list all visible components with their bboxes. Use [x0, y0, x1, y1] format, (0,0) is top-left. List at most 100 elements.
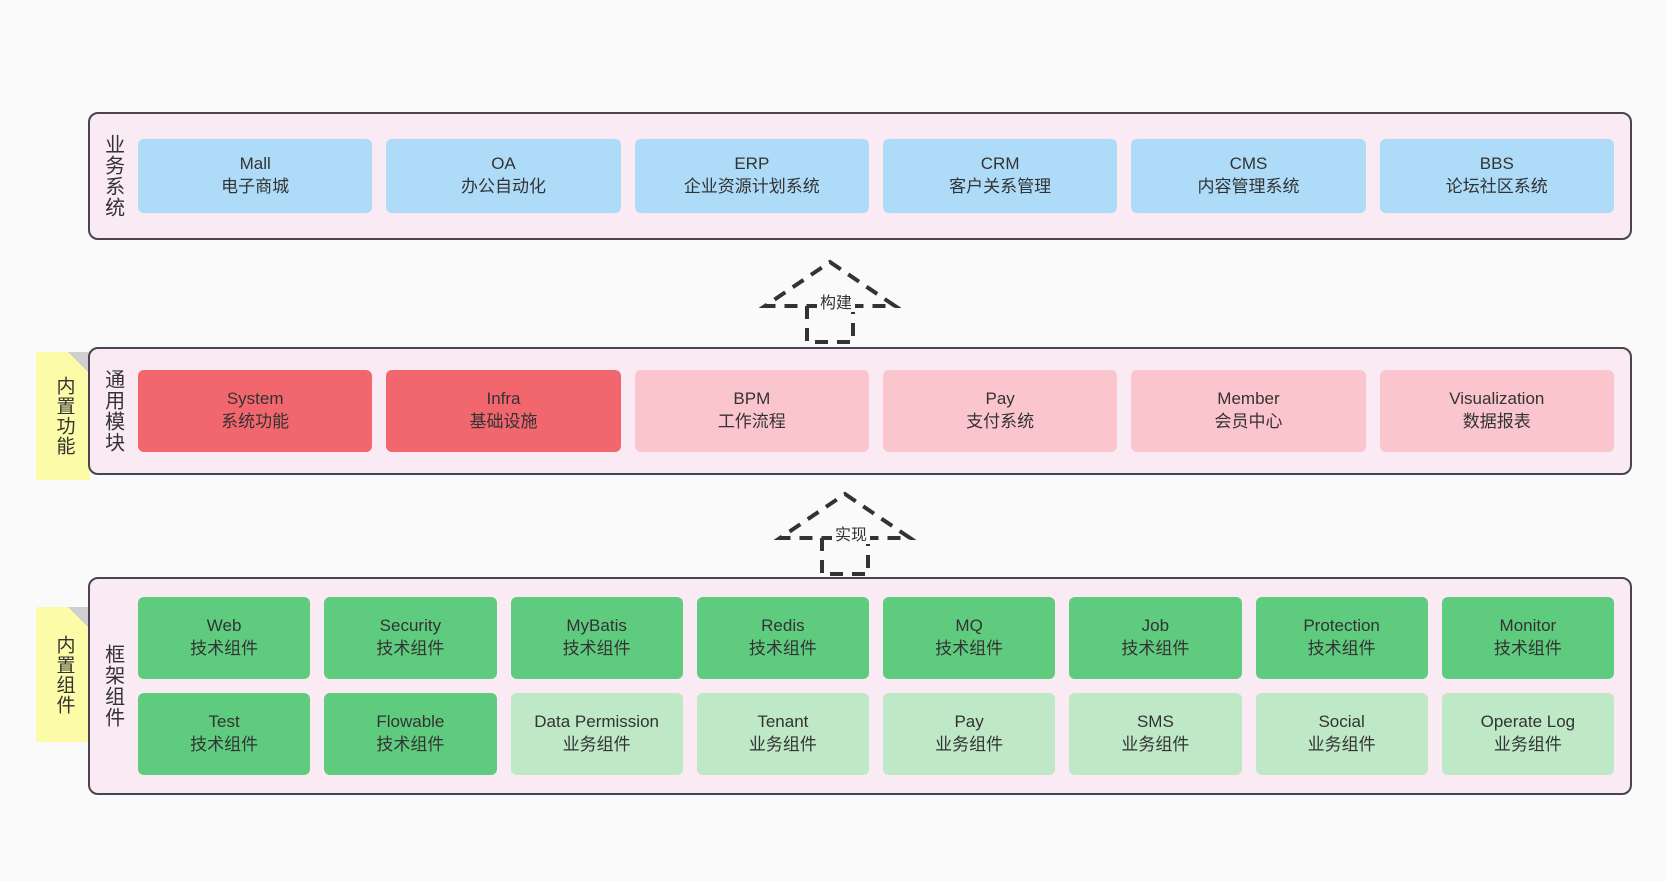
card-pay-module[interactable]: Pay 支付系统: [882, 370, 1118, 452]
card-oa[interactable]: OA 办公自动化: [386, 139, 621, 213]
card-desc: 工作流程: [717, 412, 786, 431]
layer-framework-components: 框架组件 Web 技术组件 Security 技术组件 MyBatis 技术组件…: [88, 577, 1632, 795]
card-title: Security: [379, 616, 442, 636]
card-title: BBS: [1479, 154, 1514, 174]
card-title: OA: [491, 154, 516, 174]
card-desc: 技术组件: [935, 639, 1004, 658]
card-data-permission[interactable]: Data Permission 业务组件: [510, 693, 683, 775]
card-desc: 技术组件: [1307, 639, 1376, 658]
card-title: Member: [1217, 389, 1280, 409]
card-desc: 技术组件: [190, 639, 259, 658]
card-desc: 支付系统: [966, 412, 1035, 431]
layer-title-modules: 通用模块: [101, 369, 124, 453]
card-visualization[interactable]: Visualization 数据报表: [1379, 370, 1614, 452]
card-member[interactable]: Member 会员中心: [1131, 370, 1366, 452]
card-title: SMS: [1136, 712, 1174, 732]
card-desc: 业务组件: [1121, 735, 1190, 754]
arrow-implement: 实现: [770, 490, 920, 576]
card-system[interactable]: System 系统功能: [138, 370, 373, 452]
card-desc: 系统功能: [221, 412, 290, 431]
card-pay-component[interactable]: Pay 业务组件: [883, 693, 1056, 775]
layer-title-business: 业务系统: [101, 134, 124, 218]
arrow-label-build: 构建: [816, 296, 856, 312]
card-desc: 业务组件: [1307, 735, 1376, 754]
card-title: MyBatis: [566, 616, 627, 636]
layer-business-systems: 业务系统 Mall 电子商城 OA 办公自动化 ERP 企业资源计划系统 CRM: [88, 112, 1632, 240]
card-title: Social: [1318, 712, 1365, 732]
card-protection[interactable]: Protection 技术组件: [1255, 597, 1428, 679]
card-title: Pay: [954, 712, 984, 732]
card-social[interactable]: Social 业务组件: [1255, 693, 1428, 775]
card-desc: 技术组件: [748, 639, 817, 658]
card-row: Test 技术组件 Flowable 技术组件 Data Permission …: [138, 693, 1614, 775]
folded-corner-icon: [68, 607, 90, 629]
card-desc: 技术组件: [562, 639, 631, 658]
card-bbs[interactable]: BBS 论坛社区系统: [1379, 139, 1614, 213]
card-security[interactable]: Security 技术组件: [324, 597, 497, 679]
sticky-note-label: 内置功能: [53, 376, 75, 456]
arrow-shaft-icon: [820, 538, 870, 576]
card-title: Web: [206, 616, 242, 636]
card-desc: 业务组件: [935, 735, 1004, 754]
card-mall[interactable]: Mall 电子商城: [138, 139, 373, 213]
card-job[interactable]: Job 技术组件: [1069, 597, 1242, 679]
card-test[interactable]: Test 技术组件: [138, 693, 311, 775]
card-title: BPM: [733, 389, 771, 409]
card-desc: 客户关系管理: [949, 177, 1052, 196]
card-desc: 技术组件: [190, 735, 259, 754]
card-desc: 技术组件: [1493, 639, 1562, 658]
card-desc: 会员中心: [1214, 412, 1283, 431]
arrow-shaft-icon: [805, 306, 855, 344]
card-bpm[interactable]: BPM 工作流程: [634, 370, 869, 452]
card-erp[interactable]: ERP 企业资源计划系统: [634, 139, 869, 213]
card-desc: 技术组件: [1121, 639, 1190, 658]
card-operate-log[interactable]: Operate Log 业务组件: [1441, 693, 1614, 775]
card-row: Mall 电子商城 OA 办公自动化 ERP 企业资源计划系统 CRM 客户关系…: [138, 139, 1614, 213]
card-title: CMS: [1229, 154, 1268, 174]
card-cms[interactable]: CMS 内容管理系统: [1131, 139, 1366, 213]
card-desc: 业务组件: [748, 735, 817, 754]
sticky-note-builtin-components: 内置组件: [36, 607, 90, 742]
card-title: Infra: [486, 389, 521, 409]
card-infra[interactable]: Infra 基础设施: [386, 370, 621, 452]
card-flowable[interactable]: Flowable 技术组件: [324, 693, 497, 775]
arrow-build: 构建: [755, 258, 905, 344]
card-title: CRM: [980, 154, 1020, 174]
card-mq[interactable]: MQ 技术组件: [883, 597, 1056, 679]
card-title: Tenant: [757, 712, 809, 732]
card-desc: 电子商城: [221, 177, 290, 196]
sticky-note-builtin-features: 内置功能: [36, 352, 90, 480]
card-tenant[interactable]: Tenant 业务组件: [696, 693, 869, 775]
card-title: Pay: [985, 389, 1015, 409]
card-title: Protection: [1303, 616, 1380, 636]
card-title: ERP: [734, 154, 770, 174]
card-desc: 数据报表: [1462, 412, 1531, 431]
card-crm[interactable]: CRM 客户关系管理: [882, 139, 1118, 213]
card-desc: 基础设施: [469, 412, 538, 431]
layer-body-framework: Web 技术组件 Security 技术组件 MyBatis 技术组件 Redi…: [134, 579, 1630, 793]
card-desc: 业务组件: [562, 735, 631, 754]
card-desc: 企业资源计划系统: [683, 177, 820, 196]
card-desc: 论坛社区系统: [1445, 177, 1548, 196]
layer-body-modules: System 系统功能 Infra 基础设施 BPM 工作流程 Pay 支付系统…: [134, 349, 1630, 473]
layer-body-business: Mall 电子商城 OA 办公自动化 ERP 企业资源计划系统 CRM 客户关系…: [134, 114, 1630, 238]
card-title: MQ: [955, 616, 983, 636]
card-title: Data Permission: [534, 712, 659, 732]
card-desc: 办公自动化: [460, 177, 546, 196]
card-mybatis[interactable]: MyBatis 技术组件: [510, 597, 683, 679]
card-title: Job: [1141, 616, 1170, 636]
card-row: Web 技术组件 Security 技术组件 MyBatis 技术组件 Redi…: [138, 597, 1614, 679]
folded-corner-icon: [68, 352, 90, 374]
card-title: Flowable: [376, 712, 445, 732]
card-title: System: [226, 389, 284, 409]
card-title: Visualization: [1449, 389, 1545, 409]
card-desc: 内容管理系统: [1197, 177, 1300, 196]
card-web[interactable]: Web 技术组件: [138, 597, 311, 679]
card-title: Redis: [761, 616, 805, 636]
layer-common-modules: 通用模块 System 系统功能 Infra 基础设施 BPM 工作流程 Pay: [88, 347, 1632, 475]
layer-title-framework: 框架组件: [101, 644, 124, 728]
card-sms[interactable]: SMS 业务组件: [1069, 693, 1242, 775]
card-desc: 技术组件: [376, 735, 445, 754]
card-redis[interactable]: Redis 技术组件: [696, 597, 869, 679]
card-monitor[interactable]: Monitor 技术组件: [1441, 597, 1614, 679]
